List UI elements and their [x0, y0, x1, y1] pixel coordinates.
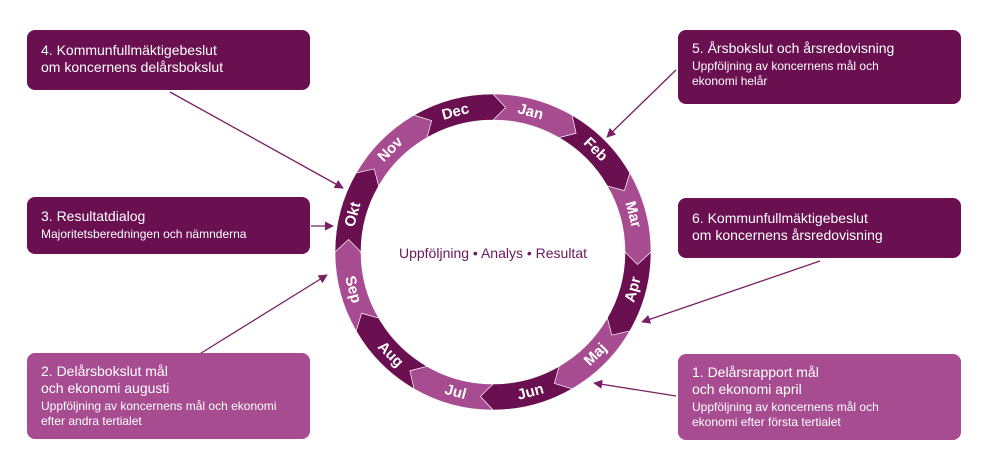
box-3-subtitle: Majoritetsberedningen och nämnderna: [41, 227, 247, 241]
box-4-title: 4. Kommunfullmäktigebeslut om koncernens…: [41, 42, 224, 75]
arrow-box4-to-okt: [169, 91, 344, 189]
arrow-box5-to-feb: [606, 69, 677, 138]
month-label-jun: Jun: [515, 380, 545, 403]
box-3-resultatdialog: 3. Resultatdialog Majoritetsberedningen …: [27, 197, 310, 254]
month-label-jan: Jan: [516, 100, 545, 123]
box-2-subtitle: Uppföljning av koncernens mål och ekonom…: [41, 399, 277, 428]
box-5-title: 5. Årsbokslut och årsredovisning: [692, 40, 895, 56]
box-5-subtitle: Uppföljning av koncernens mål och ekonom…: [692, 59, 879, 88]
month-label-mar: Mar: [621, 199, 644, 229]
box-1-delarsrapport-april: 1. Delårsrapport mål och ekonomi april U…: [678, 354, 961, 440]
month-label-okt: Okt: [341, 200, 364, 229]
arrow-box2-to-sep: [197, 274, 328, 356]
box-5-arsbokslut: 5. Årsbokslut och årsredovisning Uppfölj…: [678, 30, 961, 104]
box-2-title: 2. Delårsbokslut mål och ekonomi augusti: [41, 363, 170, 396]
connector-arrows: [169, 69, 821, 397]
box-6-title: 6. Kommunfullmäktigebeslut om koncernens…: [692, 210, 883, 243]
box-4-kommunfullmaktigebeslut-delarsbokslut: 4. Kommunfullmäktigebeslut om koncernens…: [27, 30, 310, 90]
month-segments: [334, 93, 652, 411]
arrow-box6-to-apr: [641, 260, 821, 324]
month-label-sep: Sep: [341, 274, 365, 305]
arrow-box1-to-maj: [593, 379, 677, 397]
box-6-kommunfullmaktigebeslut-arsredovisning: 6. Kommunfullmäktigebeslut om koncernens…: [678, 198, 961, 258]
box-3-title: 3. Resultatdialog: [41, 208, 146, 224]
box-2-delarsbokslut-augusti: 2. Delårsbokslut mål och ekonomi augusti…: [27, 353, 310, 439]
month-label-jul: Jul: [443, 381, 468, 403]
month-label-apr: Apr: [622, 275, 645, 305]
box-1-title: 1. Delårsrapport mål och ekonomi april: [692, 364, 819, 397]
center-text: Uppföljning • Analys • Resultat: [399, 245, 587, 261]
month-label-dec: Dec: [440, 100, 471, 124]
box-1-subtitle: Uppföljning av koncernens mål och ekonom…: [692, 400, 879, 429]
month-segment-dec: [413, 93, 507, 139]
